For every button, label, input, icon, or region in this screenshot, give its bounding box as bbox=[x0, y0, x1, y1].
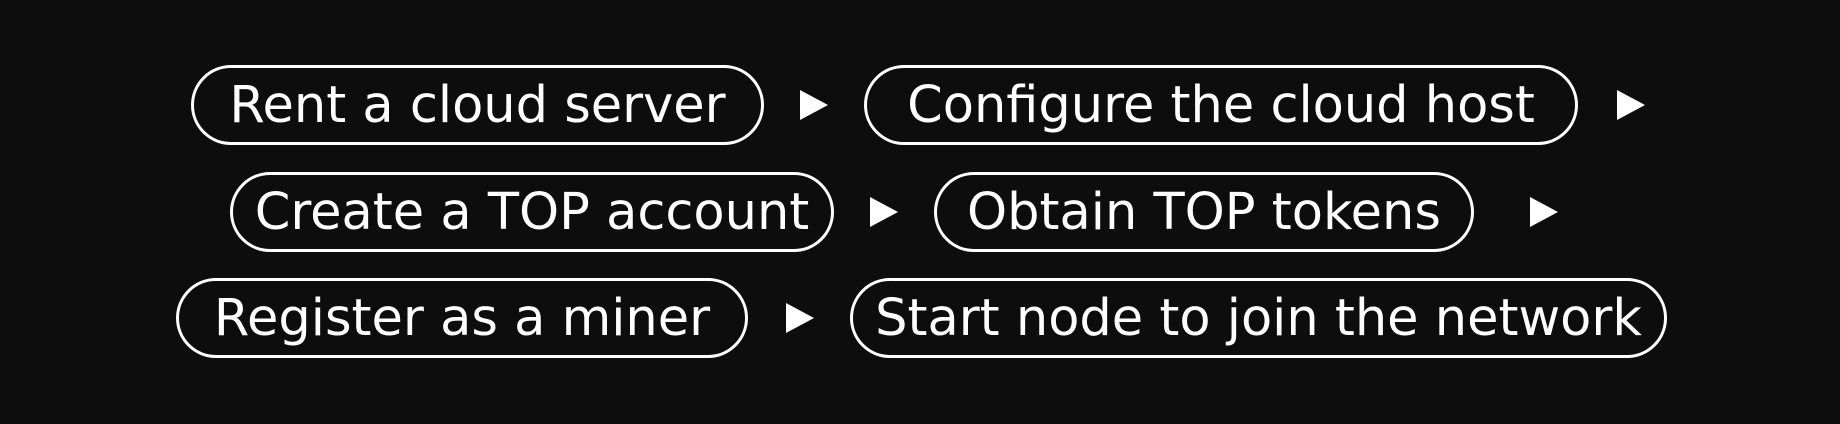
step-label: Obtain TOP tokens bbox=[967, 182, 1441, 242]
step-label: Create a TOP account bbox=[254, 182, 810, 242]
step-obtain-top-tokens: Obtain TOP tokens bbox=[934, 172, 1474, 252]
step-label: Start node to join the network bbox=[875, 288, 1642, 348]
triangle-right-icon bbox=[1617, 90, 1645, 120]
step-create-top-account: Create a TOP account bbox=[230, 172, 834, 252]
triangle-right-icon bbox=[800, 90, 828, 120]
triangle-right-icon bbox=[870, 197, 898, 227]
step-configure-cloud-host: Configure the cloud host bbox=[864, 65, 1578, 145]
step-label: Register as a miner bbox=[213, 288, 711, 348]
step-label: Configure the cloud host bbox=[907, 75, 1535, 135]
step-label: Rent a cloud server bbox=[229, 75, 726, 135]
step-register-as-miner: Register as a miner bbox=[176, 278, 748, 358]
triangle-right-icon bbox=[786, 303, 814, 333]
step-rent-cloud-server: Rent a cloud server bbox=[191, 65, 764, 145]
step-start-node-join-network: Start node to join the network bbox=[850, 278, 1667, 358]
triangle-right-icon bbox=[1530, 197, 1558, 227]
